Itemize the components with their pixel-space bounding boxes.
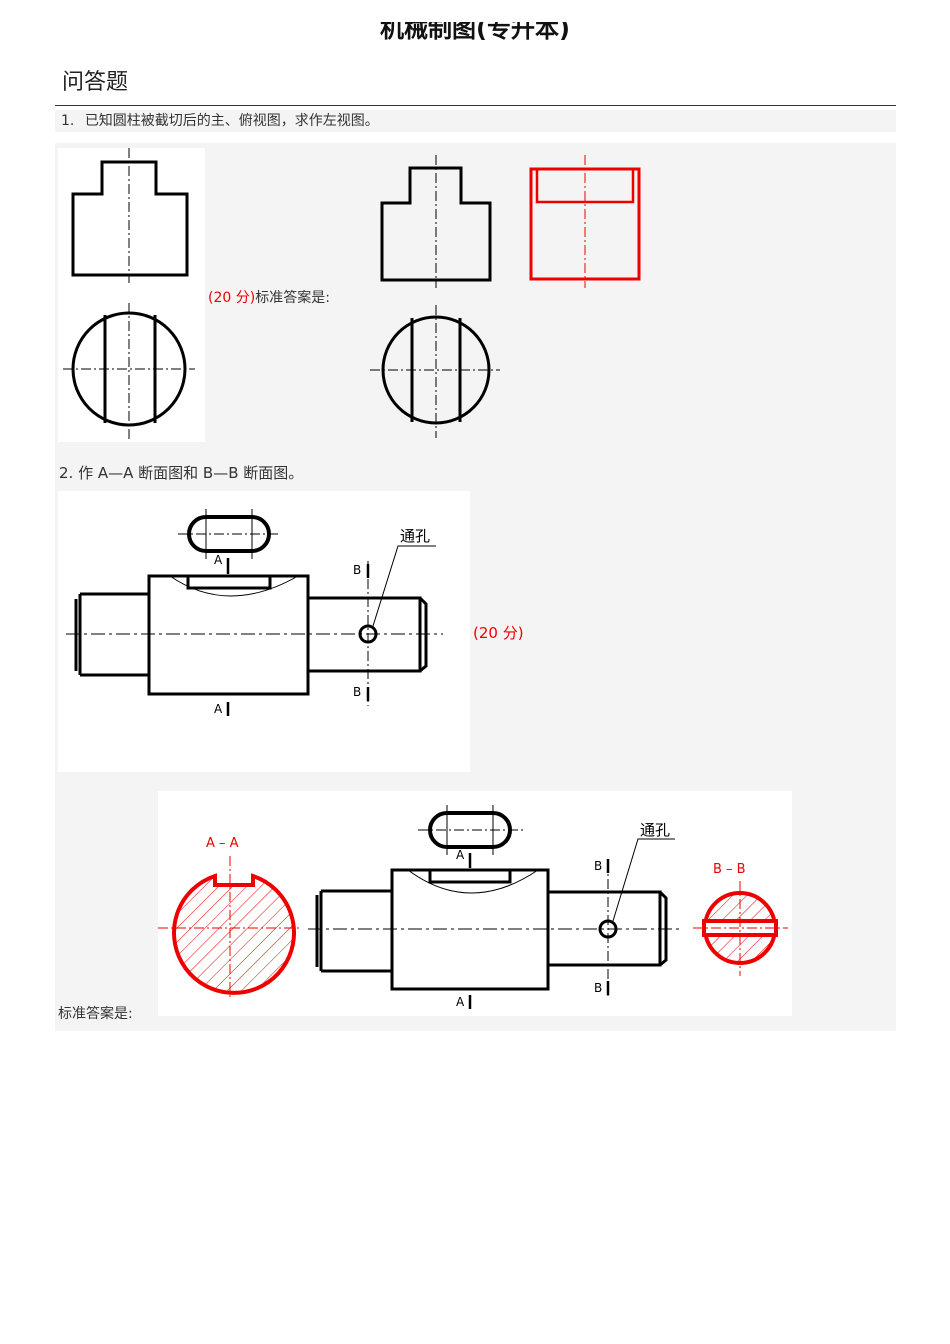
label-b: B [594,981,602,995]
label-a: A [456,848,465,862]
question-number: 1. [61,113,75,129]
question-1-answer-drawing [370,155,641,438]
answer-label: 标准答案是: [255,290,330,306]
question-2-answer-drawing: A – A B – B A A B B 通孔 [158,805,788,1009]
question-2-figure [58,491,470,772]
label-b: B [594,859,602,873]
answer-label: 标准答案是: [58,1006,133,1022]
label-b: B [353,685,361,699]
question-text: 作 A—A 断面图和 B—B 断面图。 [78,464,304,482]
label-a: A [214,702,223,716]
question-number: 2. [59,464,74,482]
label-a: A [456,995,465,1009]
divider [55,105,896,106]
through-hole-label: 通孔 [640,821,670,839]
section-heading: 问答题 [62,70,129,95]
section-bb-label: B – B [713,862,746,877]
label-a: A [214,553,223,567]
question-1-drawing [63,148,195,440]
label-b: B [353,563,361,577]
question-1: 1. 已知圆柱被截切后的主、俯视图，求作左视图。 [55,110,896,132]
through-hole-label: 通孔 [400,527,430,545]
question-text: 已知圆柱被截切后的主、俯视图，求作左视图。 [84,113,379,129]
document-title: 机械制图(专升本) [380,15,570,43]
score: (20 分) [473,624,524,642]
section-aa-label: A – A [206,836,239,851]
question-2-drawing: A A B B 通孔 [66,509,443,716]
score: (20 分) [208,290,256,306]
